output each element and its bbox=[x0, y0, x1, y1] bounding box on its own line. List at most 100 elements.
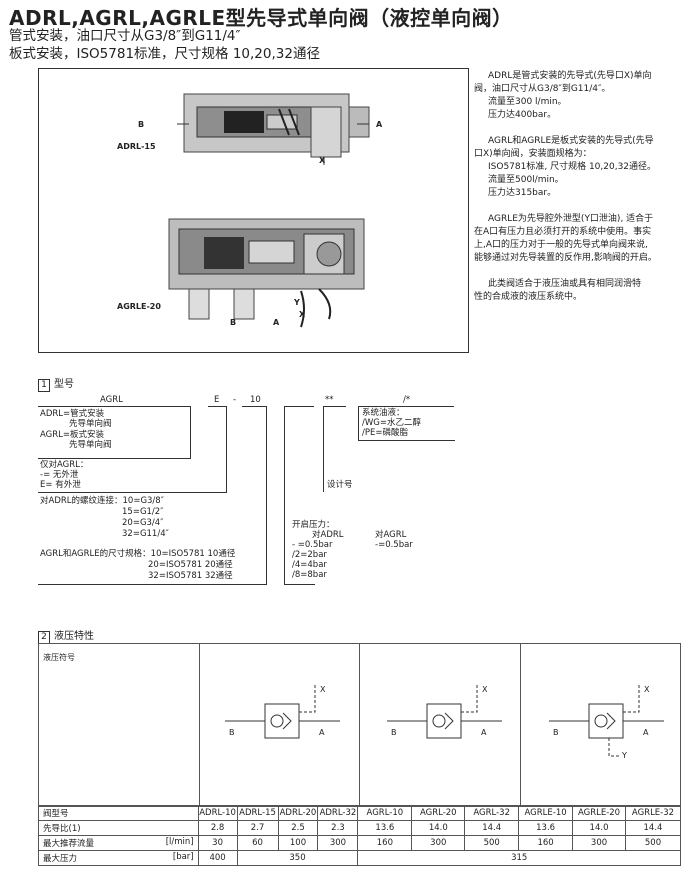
symbol-divider-2 bbox=[359, 644, 360, 806]
pressure-line-6: /2=2bar bbox=[292, 550, 327, 560]
drain-bracket bbox=[38, 406, 227, 493]
drain-line-3: E= 有外泄 bbox=[40, 480, 81, 490]
pressure-line-4: - =0.5bar bbox=[292, 540, 333, 550]
ratio-cell: 14.4 bbox=[624, 820, 682, 836]
model-line-4: 先导单向阀 bbox=[69, 440, 112, 450]
flow-cell: 30 bbox=[197, 835, 238, 851]
model-line-2: 先导单向阀 bbox=[69, 419, 112, 429]
desc-p2-l4: 流量至500l/min。 bbox=[488, 175, 564, 185]
model-cell: ADRL-10 bbox=[197, 805, 238, 821]
section-1-number: 1 bbox=[38, 379, 50, 392]
port-b-label-top: B bbox=[138, 120, 145, 129]
ratio-cell: 13.6 bbox=[518, 820, 574, 836]
row-label-model: 阀型号 bbox=[38, 805, 199, 821]
seal-line-3: /PE=磷酸脂 bbox=[362, 428, 408, 438]
thread-line-3: 20=G3/4″ bbox=[122, 518, 164, 528]
model-line-3: AGRL=板式安装 bbox=[40, 430, 105, 440]
ratio-cell: 14.0 bbox=[411, 820, 466, 836]
section-2-title: 液压特性 bbox=[54, 631, 94, 642]
valve-illustration-frame: B A X ADRL-15 AGRLE-20 B A Y X bbox=[38, 68, 469, 353]
seal-line-1: 系统油液： bbox=[362, 408, 405, 418]
symbol-divider-1 bbox=[199, 644, 200, 806]
size-bracket bbox=[38, 406, 267, 585]
port-x-label-top: X bbox=[319, 156, 326, 165]
check-valve-symbol-agrl bbox=[387, 684, 502, 739]
desc-p3-l3: 上,A口的压力对于一般的先导式单向阀来说, bbox=[474, 240, 648, 250]
drain-line-1: 仅对AGRL： bbox=[40, 460, 89, 470]
thread-line-2: 15=G1/2″ bbox=[122, 507, 164, 517]
table-row-pressure: 最大压力[bar] 400 350 315 bbox=[38, 850, 681, 866]
pressure-line-1: 开启压力： bbox=[292, 520, 335, 530]
symbol-area: 液压符号 B A X B A X B A X Y bbox=[38, 643, 681, 807]
pressure-line-7: /4=4bar bbox=[292, 560, 327, 570]
row-label-ratio: 先导比(1) bbox=[38, 820, 199, 836]
desc-p2-l1: AGRL和AGRLE是板式安装的先导式(先导 bbox=[488, 136, 654, 146]
sym1-a: A bbox=[319, 728, 325, 737]
model-line-1: ADRL=管式安装 bbox=[40, 409, 105, 419]
flow-cell: 60 bbox=[236, 835, 279, 851]
pressure-bracket bbox=[284, 406, 315, 585]
model-cell: AGRL-32 bbox=[464, 805, 520, 821]
ratio-cell: 2.5 bbox=[277, 820, 319, 836]
desc-p3-l1: AGRLE为先导腔外泄型(Y口泄油), 适合于 bbox=[488, 214, 654, 224]
ratio-cell: 2.8 bbox=[197, 820, 238, 836]
desc-p2-l3: ISO5781标准, 尺寸规格 10,20,32通径。 bbox=[488, 162, 657, 172]
size-line-3: 32=ISO5781 32通径 bbox=[148, 571, 233, 581]
model-label-agrle: AGRLE-20 bbox=[117, 302, 161, 311]
code-size: 10 bbox=[250, 395, 261, 405]
pressure-cell: 315 bbox=[357, 850, 681, 866]
desc-p1-l2: 阀，油口尺寸从G3/8″到G11/4″。 bbox=[474, 84, 611, 94]
model-cell: AGRL-10 bbox=[357, 805, 413, 821]
model-cell: ADRL-20 bbox=[277, 805, 319, 821]
flow-cell: 500 bbox=[464, 835, 520, 851]
thread-line-1: 对ADRL的螺纹连接：10=G3/8″ bbox=[40, 496, 164, 506]
pressure-line-5: -=0.5bar bbox=[375, 540, 413, 550]
code-underline-model bbox=[38, 406, 190, 407]
row-label-flow: 最大推荐流量[l/min] bbox=[38, 835, 199, 851]
model-cell: ADRL-15 bbox=[236, 805, 279, 821]
code-underline-pressure bbox=[284, 406, 314, 407]
code-underline-design bbox=[323, 406, 346, 407]
ratio-cell: 14.0 bbox=[572, 820, 626, 836]
symbol-divider-3 bbox=[520, 644, 521, 806]
flow-unit: [l/min] bbox=[165, 837, 194, 847]
check-valve-symbol-agrle bbox=[549, 684, 664, 757]
code-slash: /* bbox=[403, 395, 411, 405]
model-cell: AGRLE-20 bbox=[572, 805, 626, 821]
desc-p2-l5: 压力达315bar。 bbox=[488, 188, 557, 198]
sym3-b: B bbox=[553, 728, 559, 737]
sym1-b: B bbox=[229, 728, 235, 737]
port-a-label-top: A bbox=[376, 120, 383, 129]
seal-line-2: /WG=水乙二醇 bbox=[362, 418, 421, 428]
code-stars: ** bbox=[325, 395, 334, 405]
page-title: ADRL,AGRL,AGRLE型先导式单向阀（液控单向阀） bbox=[9, 6, 513, 30]
drain-line-2: -= 无外泄 bbox=[40, 470, 79, 480]
desc-p3-l2: 在A口有压力且必须打开的系统中使用。事实 bbox=[474, 227, 652, 237]
spec-table: 阀型号 ADRL-10 ADRL-15 ADRL-20 ADRL-32 AGRL… bbox=[38, 805, 682, 866]
pressure-line-3: 对AGRL bbox=[375, 530, 407, 540]
sym3-x: X bbox=[644, 685, 650, 694]
table-row-flow: 最大推荐流量[l/min] 30 60 100 300 160 300 500 … bbox=[38, 835, 682, 851]
sym2-a: A bbox=[481, 728, 487, 737]
model-cell: AGRLE-32 bbox=[624, 805, 682, 821]
sym3-a: A bbox=[643, 728, 649, 737]
flow-cell: 160 bbox=[518, 835, 574, 851]
valve-cutaway-drawing bbox=[168, 93, 370, 328]
desc-p2-l2: 口X)单向阀，安装面规格为： bbox=[474, 149, 592, 159]
flow-cell: 100 bbox=[277, 835, 319, 851]
table-row-models: 阀型号 ADRL-10 ADRL-15 ADRL-20 ADRL-32 AGRL… bbox=[38, 805, 682, 821]
pressure-label-text: 最大压力 bbox=[43, 854, 78, 864]
symbol-label: 液压符号 bbox=[43, 653, 75, 662]
sym2-b: B bbox=[391, 728, 397, 737]
port-a-label-bottom: A bbox=[273, 318, 280, 327]
desc-p1-l4: 压力达400bar。 bbox=[488, 110, 557, 120]
port-b-label-bottom: B bbox=[230, 318, 237, 327]
model-bracket bbox=[38, 406, 191, 459]
table-row-ratio: 先导比(1) 2.8 2.7 2.5 2.3 13.6 14.0 14.4 13… bbox=[38, 820, 682, 836]
description-block: ADRL是管式安装的先导式(先导口X)单向 阀，油口尺寸从G3/8″到G11/4… bbox=[474, 70, 688, 304]
ratio-cell: 2.7 bbox=[236, 820, 279, 836]
flow-cell: 500 bbox=[624, 835, 682, 851]
model-cell: ADRL-32 bbox=[317, 805, 359, 821]
code-dash: - bbox=[233, 395, 237, 405]
